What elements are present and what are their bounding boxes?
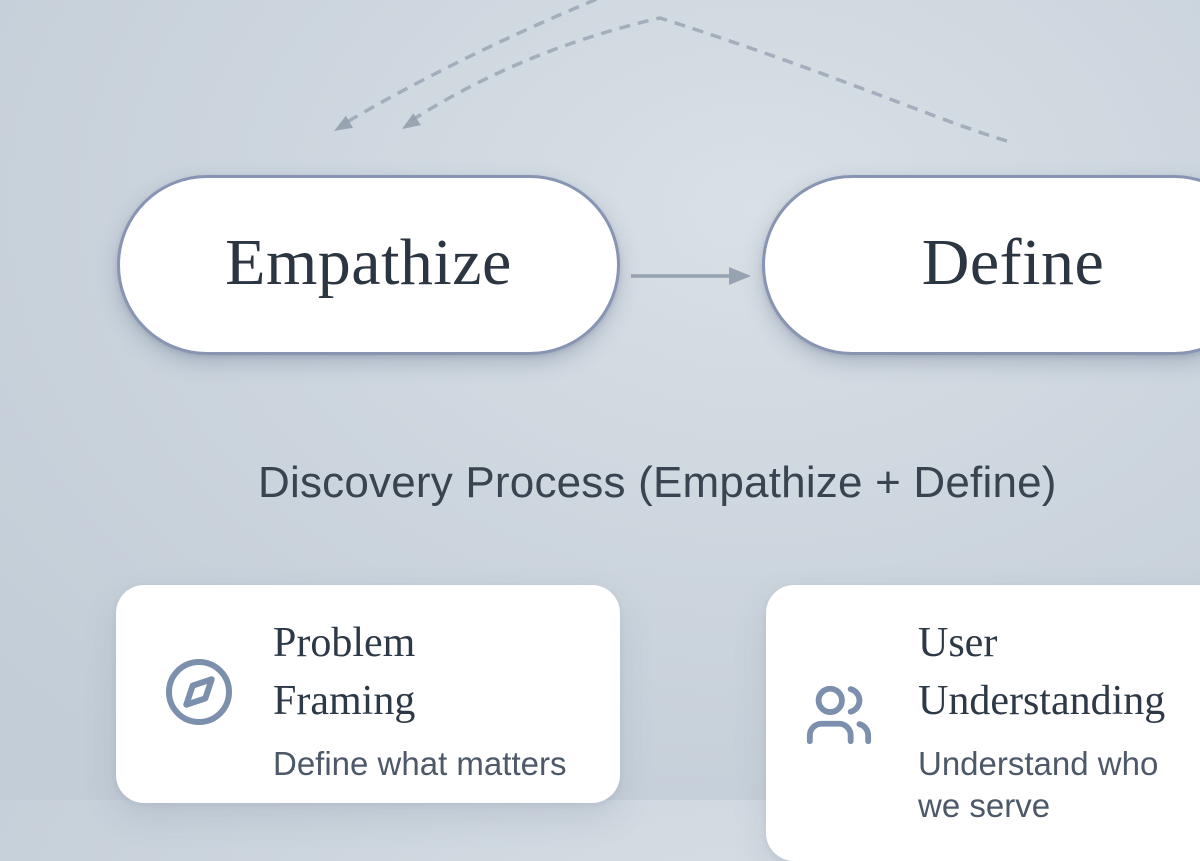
dashed-loopback-arc-inner xyxy=(402,16,1008,143)
card-subtitle: Understand who we serve xyxy=(918,745,1159,825)
dashed-loopback-arc-outer xyxy=(334,0,600,131)
card-title: Problem Framing xyxy=(273,620,416,724)
connector-layer xyxy=(334,0,1008,285)
stage-label: Define xyxy=(921,226,1105,299)
stage-connector-arrow xyxy=(631,267,751,285)
arrowhead-icon xyxy=(729,267,751,285)
flow-stage-empathize[interactable]: Empathize xyxy=(117,175,620,355)
arrowhead-icon xyxy=(334,115,354,131)
section-title: Discovery Process (Empathize + Define) xyxy=(258,458,1057,507)
card-problem-framing[interactable]: Problem Framing Define what matters xyxy=(116,585,620,803)
card-user-understanding[interactable]: User Understanding Understand who we ser… xyxy=(766,585,1200,861)
compass-icon xyxy=(163,656,235,728)
users-icon xyxy=(804,680,874,750)
flow-stage-define[interactable]: Define xyxy=(762,175,1200,355)
card-title: User Understanding xyxy=(918,620,1166,724)
card-subtitle: Define what matters xyxy=(273,745,567,782)
stage-label: Empathize xyxy=(225,226,512,299)
design-thinking-diagram: { "flow": { "stages": [ { "label": "Empa… xyxy=(0,0,1200,825)
arrowhead-icon xyxy=(402,113,421,129)
